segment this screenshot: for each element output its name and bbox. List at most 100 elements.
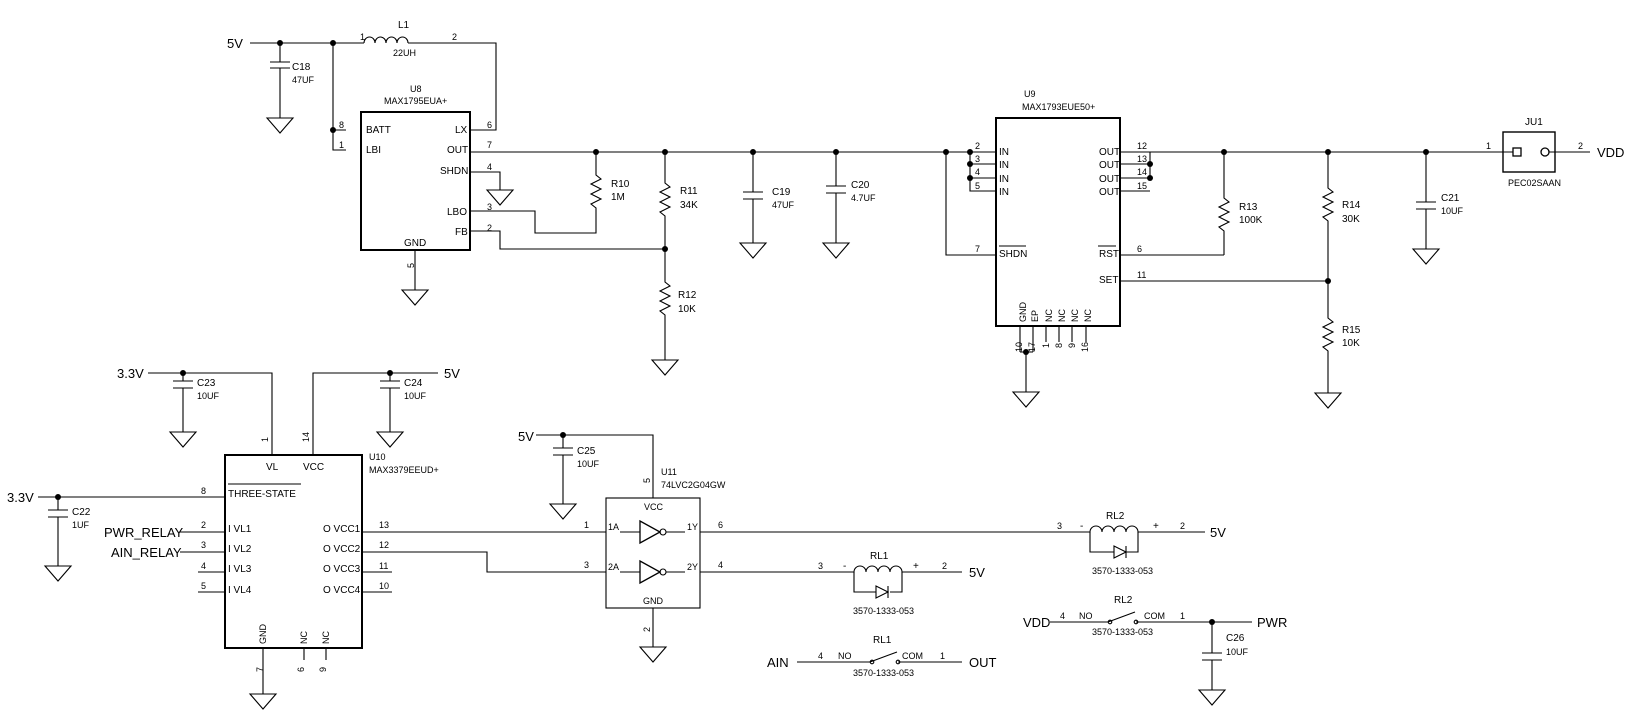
u10-n-in-2: 3: [201, 540, 206, 550]
r10-ref: R10: [611, 179, 630, 190]
u11-pin-2y: 2Y: [687, 562, 698, 572]
u10-n-out-3: 11: [379, 561, 388, 571]
c24-ref: C24: [404, 378, 423, 389]
rl1-coil-pin-pos: 2: [942, 561, 947, 571]
c20-ref: C20: [851, 180, 870, 191]
resistor-r15: R15 10K: [1314, 281, 1361, 409]
u9-pin-out-4: OUT: [1099, 187, 1120, 198]
u11-part: 74LVC2G04GW: [661, 480, 726, 490]
relay-rl1-switch: AIN RL1 NO COM 4 1 3570-1333-053 OUT: [767, 635, 997, 678]
net-label-ain: AIN: [767, 655, 789, 670]
c21-value: 10UF: [1441, 206, 1464, 216]
u11-n-gnd: 2: [642, 627, 652, 632]
resistor-r11: R11 34K: [658, 152, 698, 249]
capacitor-c25: C25 10UF: [549, 446, 600, 520]
u9-n-b1: 10: [1014, 342, 1024, 352]
l1-value: 22UH: [393, 48, 416, 58]
c18-ref: C18: [292, 62, 311, 73]
u9-n-in-3: 4: [975, 167, 980, 177]
u10-section: 3.3V C23 10UF 5V C24 10UF 3.3V C22 1UF: [7, 366, 606, 710]
rl2-coil-pin-pos: 2: [1180, 521, 1185, 531]
u8-pin-batt: BATT: [366, 125, 391, 136]
rl2-coil-part: 3570-1333-053: [1092, 566, 1153, 576]
rl1-sw-com: COM: [902, 651, 923, 661]
net-label-3v3-b: 3.3V: [7, 490, 34, 505]
rl2-coil-pin-neg: 3: [1057, 521, 1062, 531]
u9-pin-out-2: OUT: [1099, 160, 1120, 171]
u10-n-out-4: 10: [379, 581, 389, 591]
c22-ref: C22: [72, 507, 91, 518]
u11-n-1a: 1: [584, 520, 589, 530]
rl1-coil-part: 3570-1333-053: [853, 606, 914, 616]
l1-pin2: 2: [452, 32, 457, 42]
u11-ref: U11: [661, 467, 677, 477]
ju1-pin1: 1: [1486, 141, 1491, 151]
u9-n-out-1: 12: [1137, 141, 1147, 151]
u8-pin-gnd: GND: [404, 238, 426, 249]
u10-n-in-3: 4: [201, 561, 206, 571]
ic-u10: U10 MAX3379EEUD+ VL VCC THREE-STATE I VL…: [201, 432, 439, 672]
u9-pin-nc-3: NC: [1070, 309, 1080, 322]
c22-value: 1UF: [72, 520, 90, 530]
u9-part: MAX1793EUE50+: [1022, 102, 1095, 112]
u11-pin-1y: 1Y: [687, 522, 698, 532]
u10-n-vl: 1: [260, 437, 270, 442]
u9-n-out-2: 13: [1137, 154, 1147, 164]
r11-value: 34K: [680, 200, 698, 211]
u9-n-b4: 8: [1054, 343, 1064, 348]
u11-pin-1a: 1A: [608, 522, 619, 532]
u10-ref: U10: [369, 452, 386, 462]
c23-value: 10UF: [197, 391, 220, 401]
c18-value: 47UF: [292, 75, 315, 85]
u11-n-1y: 6: [718, 520, 723, 530]
u11-n-vcc: 5: [642, 478, 652, 483]
u9-pin-nc-1: NC: [1044, 309, 1054, 322]
resistor-r13: R13 100K: [1217, 152, 1263, 255]
u10-pin-vcc: VCC: [303, 462, 324, 473]
resistor-r14: R14 30K: [1321, 152, 1361, 281]
u9-n-out-4: 15: [1137, 181, 1147, 191]
c23-ref: C23: [197, 378, 216, 389]
u9-n-b6: 16: [1080, 342, 1090, 352]
u10-n-ts: 8: [201, 486, 206, 496]
rl2-coil-minus: -: [1080, 521, 1083, 532]
u9-pin-in-1: IN: [999, 147, 1009, 158]
inverter-gate-2: [639, 559, 662, 585]
ju1-part: PEC02SAAN: [1508, 178, 1561, 188]
u10-pin-vl: VL: [266, 462, 279, 473]
rl1-sw-no: NO: [838, 651, 852, 661]
net-label-5v-d: 5V: [1210, 525, 1226, 540]
u8-section: 5V C18 47UF L1 22UH 1 2 U8 MAX1795EUA+ B…: [227, 20, 960, 376]
rl2-sw-no: NO: [1079, 611, 1093, 621]
u8-n-out: 7: [487, 140, 492, 150]
ic-u8: U8 MAX1795EUA+ BATT LBI LX OUT SHDN LBO …: [339, 84, 492, 268]
r10-value: 1M: [611, 192, 625, 203]
rl1-coil-pin-neg: 3: [818, 561, 823, 571]
u10-pin-out-3: O VCC3: [323, 564, 361, 575]
capacitor-c20: C20 4.7UF: [822, 152, 876, 259]
c20-value: 4.7UF: [851, 193, 876, 203]
u9-n-set: 11: [1137, 270, 1146, 280]
u8-pin-lbi: LBI: [366, 145, 381, 156]
u9-pin-set: SET: [1099, 275, 1118, 286]
rl1-sw-part: 3570-1333-053: [853, 668, 914, 678]
u10-n-in-1: 2: [201, 520, 206, 530]
u9-pin-out-3: OUT: [1099, 174, 1120, 185]
u9-ref: U9: [1024, 89, 1036, 99]
u10-part: MAX3379EEUD+: [369, 465, 439, 475]
u9-pin-in-4: IN: [999, 187, 1009, 198]
u9-pin-out-1: OUT: [1099, 147, 1120, 158]
u9-pin-rst: RST: [1099, 249, 1119, 260]
capacitor-c21: C21 10UF: [1412, 152, 1464, 265]
rl1-coil-ref: RL1: [870, 551, 889, 562]
ju1-ref: JU1: [1525, 117, 1543, 128]
rl2-sw-pin-com: 1: [1180, 611, 1185, 621]
inverter-gate-1: [639, 519, 662, 545]
u10-pin-ts: THREE-STATE: [228, 489, 296, 500]
u8-pin-shdn: SHDN: [440, 166, 468, 177]
u10-pin-in-3: I VL3: [228, 564, 252, 575]
u10-n-gnd: 7: [255, 667, 265, 672]
u8-n-shdn: 4: [487, 162, 492, 172]
u10-n-in-4: 5: [201, 581, 206, 591]
